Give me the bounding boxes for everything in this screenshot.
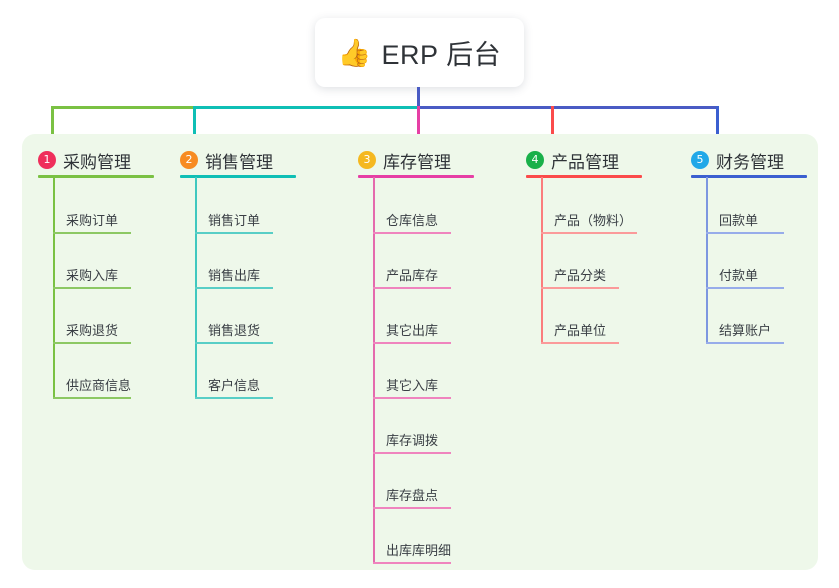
- leaf-underline: [373, 287, 451, 289]
- connector-bar-segment-1: [51, 106, 194, 109]
- leaf-underline: [541, 342, 619, 344]
- root-node[interactable]: 👍 ERP 后台: [315, 18, 524, 87]
- branch-underline-2: [180, 175, 296, 178]
- leaf-label: 库存盘点: [386, 488, 439, 503]
- leaf-underline: [195, 397, 273, 399]
- leaf-label: 回款单: [719, 213, 759, 228]
- branch-title-3: 库存管理: [383, 152, 451, 172]
- branch-header-5[interactable]: 5 财务管理: [691, 148, 784, 172]
- leaf-underline: [706, 232, 784, 234]
- leaf-label: 仓库信息: [386, 213, 439, 228]
- leaf-label: 产品库存: [386, 268, 439, 283]
- leaf-underline: [541, 287, 619, 289]
- leaf-item[interactable]: 产品（物料）: [541, 206, 653, 234]
- branch-spine-5: [706, 177, 708, 344]
- leaf-item[interactable]: 产品单位: [541, 316, 635, 344]
- leaf-label: 产品分类: [554, 268, 607, 283]
- leaf-item[interactable]: 结算账户: [706, 316, 800, 344]
- leaf-item[interactable]: 销售退货: [195, 316, 289, 344]
- leaf-item[interactable]: 供应商信息: [53, 371, 147, 399]
- connector-trunk: [417, 87, 420, 108]
- leaf-label: 付款单: [719, 268, 759, 283]
- branch-panel: 1 采购管理 采购订单 采购入库 采购退货 供应商信息: [22, 134, 818, 570]
- branch-title-5: 财务管理: [716, 152, 784, 172]
- leaf-underline: [373, 232, 451, 234]
- branch-title-2: 销售管理: [205, 152, 273, 172]
- branch-spine-4: [541, 177, 543, 344]
- branch-title-1: 采购管理: [63, 152, 131, 172]
- branch-underline-1: [38, 175, 154, 178]
- leaf-underline: [706, 287, 784, 289]
- connector-drop-5: [716, 106, 719, 152]
- root-node-title: ERP 后台: [381, 40, 502, 70]
- leaf-label: 出库库明细: [386, 543, 452, 558]
- leaf-label: 库存调拨: [386, 433, 439, 448]
- leaf-underline: [195, 287, 273, 289]
- leaf-item[interactable]: 客户信息: [195, 371, 289, 399]
- leaf-item[interactable]: 采购订单: [53, 206, 147, 234]
- connector-drop-2: [193, 106, 196, 152]
- leaf-label: 客户信息: [208, 378, 261, 393]
- leaf-item[interactable]: 其它入库: [373, 371, 467, 399]
- branch-header-2[interactable]: 2 销售管理: [180, 148, 273, 172]
- branch-underline-4: [526, 175, 642, 178]
- leaf-label: 结算账户: [719, 323, 772, 338]
- leaf-label: 其它入库: [386, 378, 439, 393]
- branch-title-4: 产品管理: [551, 152, 619, 172]
- branch-spine-3: [373, 177, 375, 564]
- leaf-label: 采购退货: [66, 323, 119, 338]
- leaf-item[interactable]: 库存调拨: [373, 426, 467, 454]
- connector-bar-segment-3: [417, 106, 718, 109]
- leaf-item[interactable]: 产品分类: [541, 261, 635, 289]
- leaf-item[interactable]: 采购入库: [53, 261, 147, 289]
- leaf-underline: [373, 562, 451, 564]
- leaf-underline: [53, 232, 131, 234]
- connector-drop-3: [417, 106, 420, 152]
- leaf-item[interactable]: 销售出库: [195, 261, 289, 289]
- leaf-item[interactable]: 库存盘点: [373, 481, 467, 509]
- branch-badge-5: 5: [691, 151, 709, 169]
- leaf-underline: [53, 397, 131, 399]
- branch-badge-2: 2: [180, 151, 198, 169]
- branch-header-4[interactable]: 4 产品管理: [526, 148, 619, 172]
- leaf-underline: [373, 452, 451, 454]
- leaf-underline: [195, 342, 273, 344]
- connector-drop-1: [51, 106, 54, 152]
- leaf-label: 采购订单: [66, 213, 119, 228]
- branch-badge-4: 4: [526, 151, 544, 169]
- leaf-label: 销售出库: [208, 268, 261, 283]
- branch-badge-1: 1: [38, 151, 56, 169]
- leaf-underline: [373, 397, 451, 399]
- leaf-underline: [53, 287, 131, 289]
- branch-underline-3: [358, 175, 474, 178]
- leaf-underline: [706, 342, 784, 344]
- branch-header-3[interactable]: 3 库存管理: [358, 148, 451, 172]
- leaf-underline: [53, 342, 131, 344]
- leaf-label: 采购入库: [66, 268, 119, 283]
- leaf-item[interactable]: 回款单: [706, 206, 800, 234]
- branch-header-1[interactable]: 1 采购管理: [38, 148, 131, 172]
- leaf-label: 其它出库: [386, 323, 439, 338]
- leaf-label: 销售订单: [208, 213, 261, 228]
- leaf-item[interactable]: 其它出库: [373, 316, 467, 344]
- connector-drop-4: [551, 106, 554, 152]
- leaf-item[interactable]: 出库库明细: [373, 536, 467, 564]
- leaf-underline: [541, 232, 637, 234]
- branch-underline-5: [691, 175, 807, 178]
- thumbs-up-icon: 👍: [337, 38, 372, 68]
- connector-bar-segment-2: [193, 106, 419, 109]
- leaf-label: 产品（物料）: [554, 213, 633, 228]
- leaf-label: 销售退货: [208, 323, 261, 338]
- leaf-underline: [373, 507, 451, 509]
- leaf-underline: [373, 342, 451, 344]
- leaf-item[interactable]: 产品库存: [373, 261, 467, 289]
- leaf-item[interactable]: 仓库信息: [373, 206, 467, 234]
- leaf-underline: [195, 232, 273, 234]
- leaf-label: 产品单位: [554, 323, 607, 338]
- leaf-item[interactable]: 付款单: [706, 261, 800, 289]
- leaf-item[interactable]: 销售订单: [195, 206, 289, 234]
- branch-badge-3: 3: [358, 151, 376, 169]
- leaf-label: 供应商信息: [66, 378, 132, 393]
- leaf-item[interactable]: 采购退货: [53, 316, 147, 344]
